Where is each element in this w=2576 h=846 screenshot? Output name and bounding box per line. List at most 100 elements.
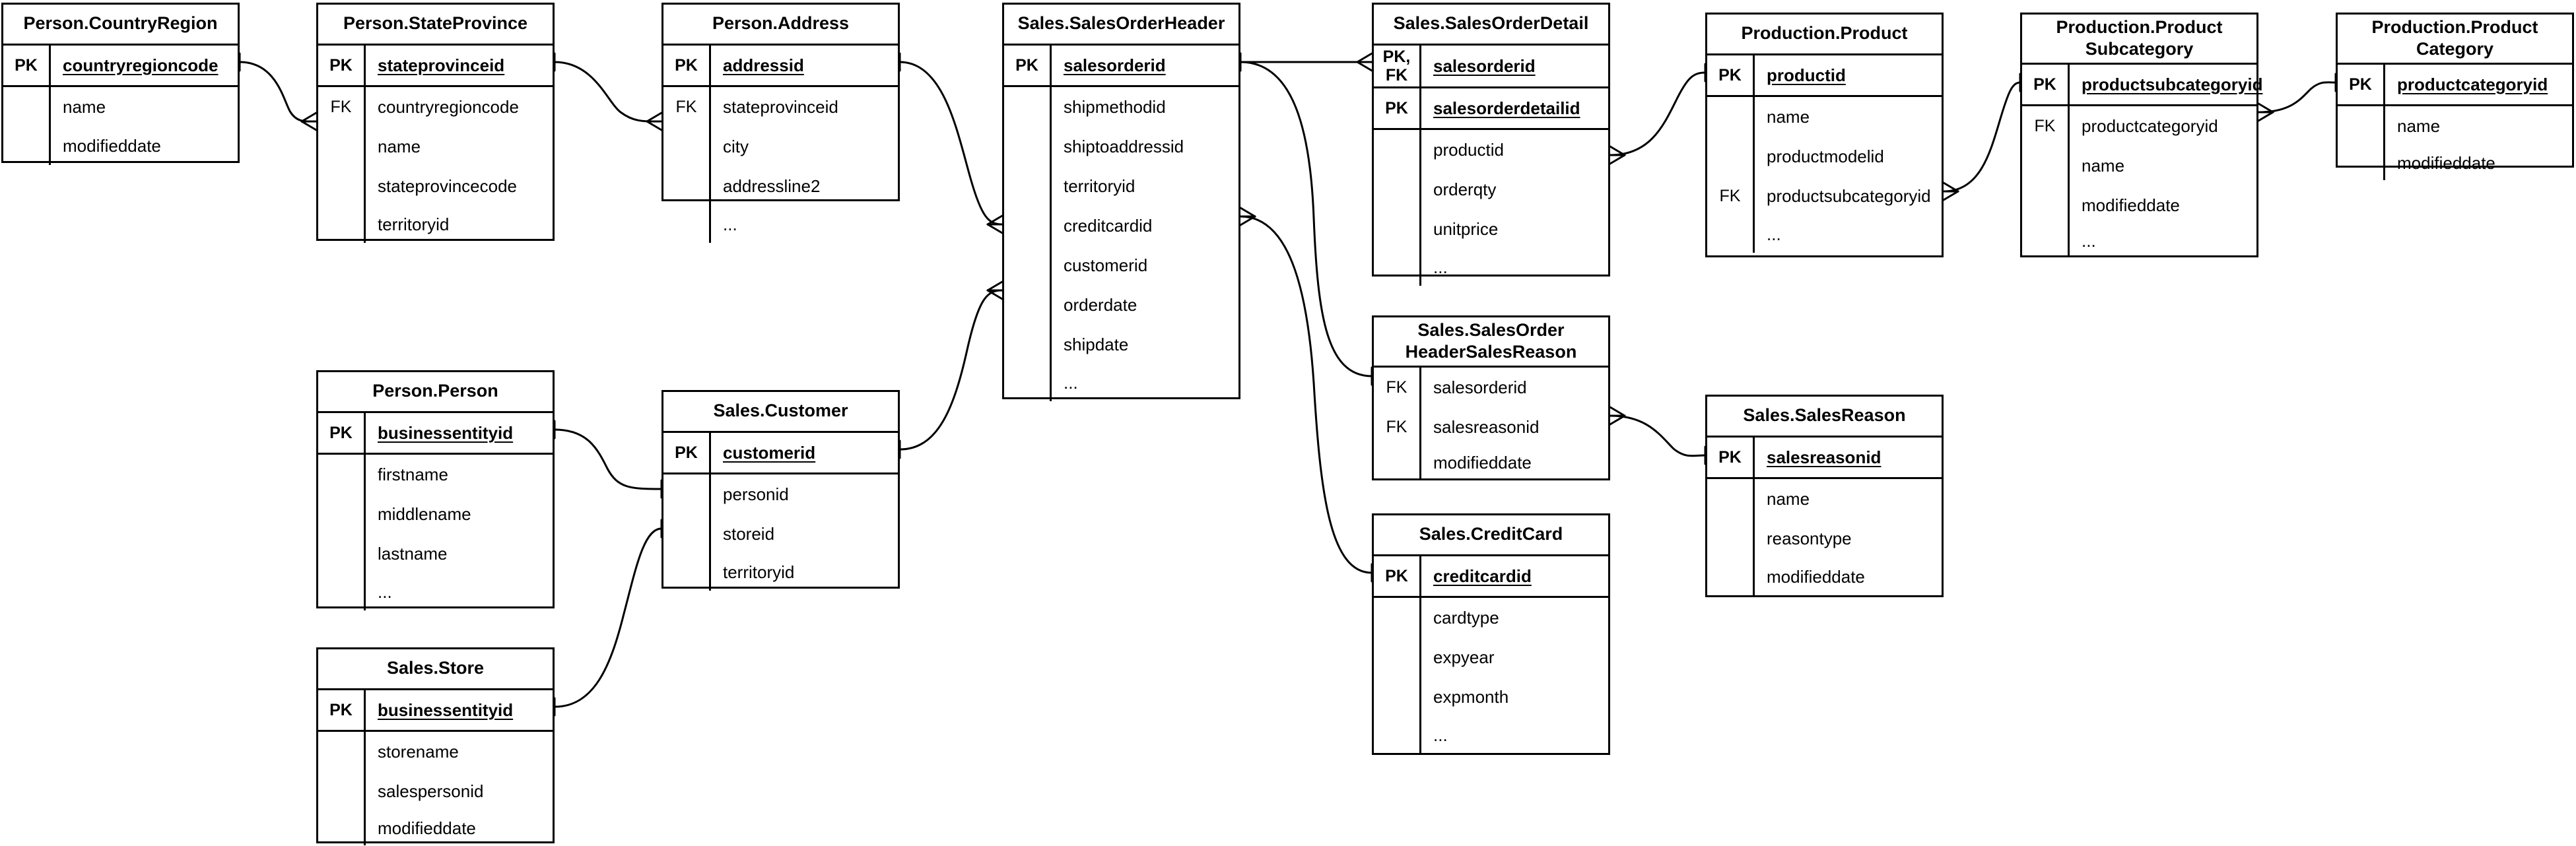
field-row[interactable]: salespersonid <box>318 771 553 811</box>
field-row[interactable]: modifieddate <box>2338 146 2572 180</box>
field-name: ... <box>378 581 392 602</box>
key-marker-none <box>318 811 366 845</box>
field-row[interactable]: reasontype <box>1707 519 1942 558</box>
field-row[interactable]: ... <box>1707 216 1942 253</box>
field-row[interactable]: ... <box>663 206 898 243</box>
field-row[interactable]: ... <box>2022 225 2256 257</box>
field-row[interactable]: customerid <box>1004 245 1238 285</box>
field-name: productmodelid <box>1767 146 1884 166</box>
field-row[interactable]: cardtype <box>1374 598 1608 637</box>
field-row[interactable]: productmodelid <box>1707 137 1942 176</box>
field-row[interactable]: city <box>663 127 898 166</box>
field-row[interactable]: territoryid <box>318 206 553 243</box>
key-marker-pk: PK <box>2022 65 2070 104</box>
field-row[interactable]: shiptoaddressid <box>1004 127 1238 166</box>
field-row[interactable]: lastname <box>318 534 553 573</box>
entity-title-line: Person.CountryRegion <box>23 13 218 34</box>
field-row[interactable]: stateprovincecode <box>318 166 553 206</box>
field-row[interactable]: orderdate <box>1004 285 1238 325</box>
field-row[interactable]: shipdate <box>1004 325 1238 364</box>
field-row[interactable]: creditcardid <box>1004 206 1238 245</box>
field-row[interactable]: name <box>318 127 553 166</box>
field-row[interactable]: storeid <box>663 514 898 554</box>
entity-title-line: Production.Product <box>2056 16 2223 37</box>
field-name: city <box>723 136 749 156</box>
field-row[interactable]: ... <box>1004 364 1238 401</box>
field-row[interactable]: unitprice <box>1374 209 1608 249</box>
rel-productsubcategory-productcategory <box>2257 73 2337 122</box>
field-row[interactable]: orderqty <box>1374 170 1608 209</box>
key-marker-none <box>318 494 366 534</box>
field-row[interactable]: name <box>1707 479 1942 519</box>
field-row[interactable]: shipmethodid <box>1004 87 1238 127</box>
field-row[interactable]: name <box>2338 106 2572 146</box>
field-row[interactable]: name <box>2022 146 2256 185</box>
entity-title: Person.CountryRegion <box>3 5 238 46</box>
field-row[interactable]: addressline2 <box>663 166 898 206</box>
key-marker-line: PK <box>2033 75 2056 94</box>
field-row[interactable]: name <box>3 87 238 127</box>
key-marker-none <box>1004 127 1052 166</box>
field-row[interactable]: middlename <box>318 494 553 534</box>
field-row[interactable]: expmonth <box>1374 677 1608 717</box>
field-row[interactable]: storename <box>318 732 553 771</box>
rel-salesorderheadersalesreason-salesreason <box>1609 406 1707 465</box>
field-row[interactable]: territoryid <box>663 554 898 591</box>
field-row[interactable]: ... <box>1374 249 1608 286</box>
key-marker-none <box>1707 97 1755 137</box>
field-row[interactable]: territoryid <box>1004 166 1238 206</box>
field-row[interactable]: modifieddate <box>1707 558 1942 595</box>
field-row[interactable]: modifieddate <box>2022 185 2256 225</box>
field-row[interactable]: personid <box>663 474 898 514</box>
field-name: name <box>63 96 106 117</box>
field-name: businessentityid <box>378 700 514 720</box>
field-row[interactable]: expyear <box>1374 637 1608 677</box>
field-row[interactable]: firstname <box>318 455 553 494</box>
field-row[interactable]: modifieddate <box>318 811 553 845</box>
field-row[interactable]: modifieddate <box>3 127 238 165</box>
field-row[interactable]: ... <box>1374 717 1608 754</box>
field-row[interactable]: ... <box>318 573 553 610</box>
key-marker-none <box>1374 598 1421 637</box>
key-marker-none <box>318 573 366 610</box>
field-row[interactable]: name <box>1707 97 1942 137</box>
field-row[interactable]: modifieddate <box>1374 447 1608 478</box>
field-row[interactable]: productid <box>1374 130 1608 170</box>
